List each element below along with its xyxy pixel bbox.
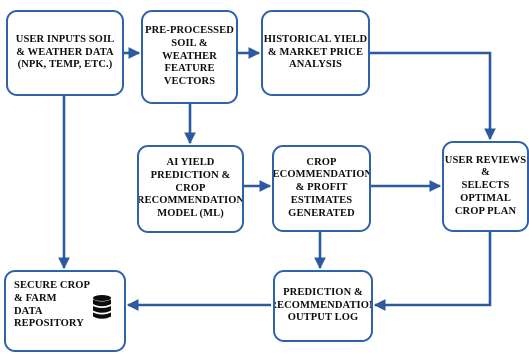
node-repository-label: SECURE CROP & FARM DATA REPOSITORY	[14, 280, 91, 330]
node-ai-model: AI YIELD PREDICTION & CROP RECOMMENDATIO…	[137, 145, 244, 233]
node-recommendations-label: CROP RECOMMENDATIONS & PROFIT ESTIMATES …	[272, 156, 369, 219]
node-repository: SECURE CROP & FARM DATA REPOSITORY	[4, 270, 126, 352]
node-user-reviews: USER REVIEWS & SELECTS OPTIMAL CROP PLAN	[442, 141, 529, 232]
node-output-log: PREDICTION & RECOMMENDATION OUTPUT LOG	[273, 270, 373, 342]
node-user-inputs: USER INPUTS SOIL & WEATHER DATA (NPK, TE…	[6, 10, 124, 96]
node-ai-model-label: AI YIELD PREDICTION & CROP RECOMMENDATIO…	[137, 157, 244, 220]
node-historical: HISTORICAL YIELD & MARKET PRICE ANALYSIS	[261, 10, 370, 96]
node-output-log-label: PREDICTION & RECOMMENDATION OUTPUT LOG	[273, 286, 373, 324]
node-recommendations: CROP RECOMMENDATIONS & PROFIT ESTIMATES …	[272, 145, 371, 232]
node-user-reviews-label: USER REVIEWS & SELECTS OPTIMAL CROP PLAN	[444, 154, 527, 217]
node-preprocessed-label: PRE-PROCESSED SOIL & WEATHER FEATURE VEC…	[145, 25, 234, 88]
database-icon	[93, 295, 111, 319]
arrow-historical-to-reviews	[370, 51, 496, 141]
arrow-reviews-to-log	[373, 232, 492, 311]
node-user-inputs-label: USER INPUTS SOIL & WEATHER DATA (NPK, TE…	[15, 33, 115, 71]
node-preprocessed: PRE-PROCESSED SOIL & WEATHER FEATURE VEC…	[141, 10, 238, 104]
node-historical-label: HISTORICAL YIELD & MARKET PRICE ANALYSIS	[263, 33, 368, 71]
